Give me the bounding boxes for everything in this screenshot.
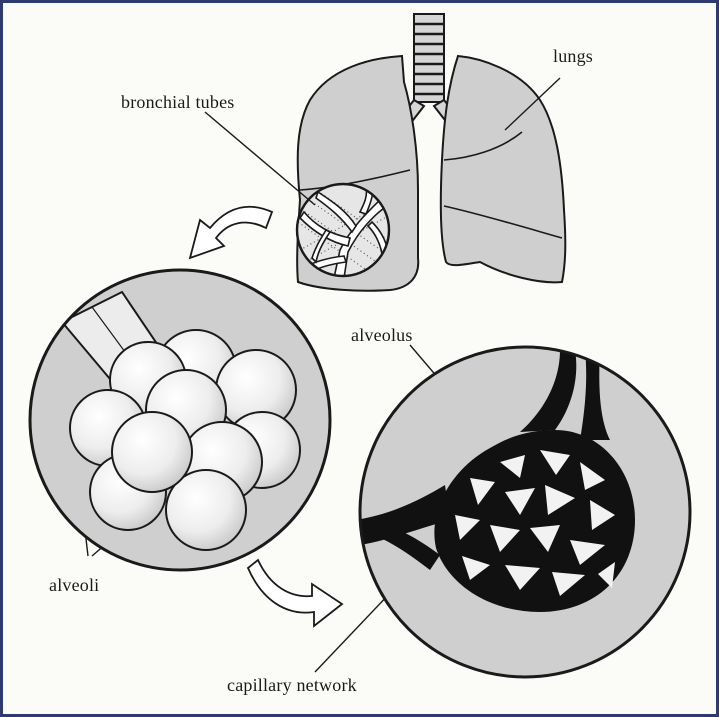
- alveoli-cluster-view: [30, 270, 330, 570]
- lungs-illustration: [295, 14, 565, 291]
- curved-arrow-bottom: [248, 560, 342, 626]
- lungs-label: lungs: [553, 46, 593, 67]
- alveoli-label: alveoli: [49, 575, 99, 596]
- diagram-frame: bronchial tubes lungs alveolus alveoli c…: [3, 3, 716, 714]
- alveolus-label: alveolus: [351, 325, 413, 346]
- capillary-network-view: [355, 347, 690, 677]
- curved-arrow-top: [190, 207, 272, 258]
- capillary-network-label: capillary network: [227, 675, 357, 696]
- respiratory-diagram: [3, 3, 716, 714]
- bronchial-tubes-label: bronchial tubes: [121, 92, 234, 113]
